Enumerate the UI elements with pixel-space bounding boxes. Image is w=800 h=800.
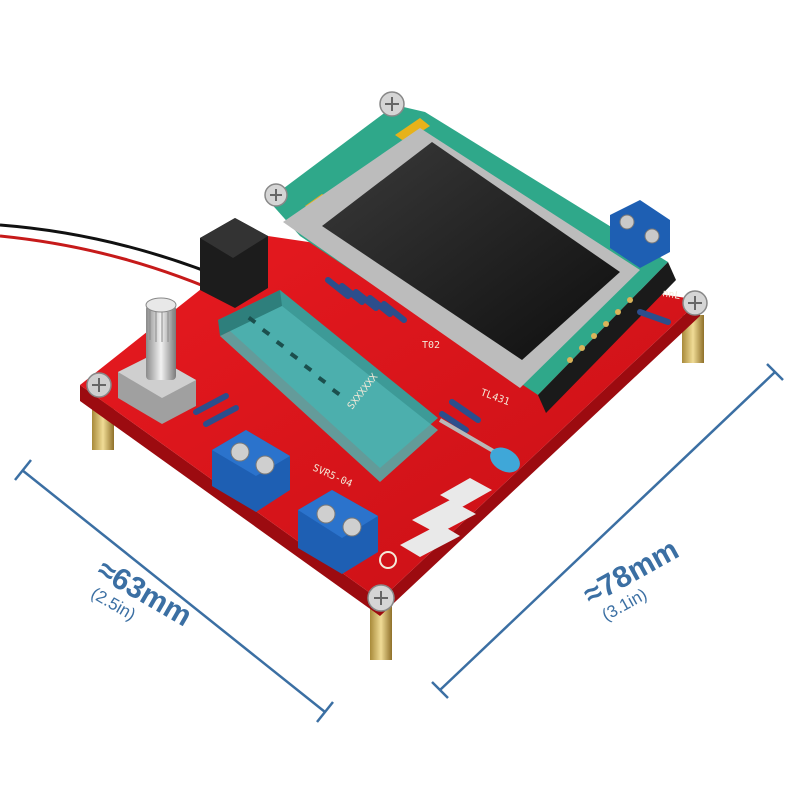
board-screws (86, 290, 708, 612)
display-module-header (538, 262, 676, 413)
terminal-block-right (298, 490, 378, 574)
lcd-screen (322, 142, 620, 360)
rotary-encoder (118, 297, 196, 424)
resistor-array (193, 277, 671, 433)
test-pads (400, 478, 492, 557)
zif-socket: SXXXXXX (218, 290, 438, 482)
dimension-line-width (14, 459, 334, 723)
label-nnl: nnL (661, 288, 681, 302)
standoff-front (370, 605, 392, 660)
label-t02: T02 (422, 340, 440, 351)
dimension-line-length (431, 363, 784, 699)
dc-power-jack (200, 218, 268, 308)
terminal-block-back (610, 200, 670, 268)
display-header-pins (567, 297, 633, 363)
zif-lever (438, 418, 520, 473)
terminal-block-left (212, 430, 290, 512)
